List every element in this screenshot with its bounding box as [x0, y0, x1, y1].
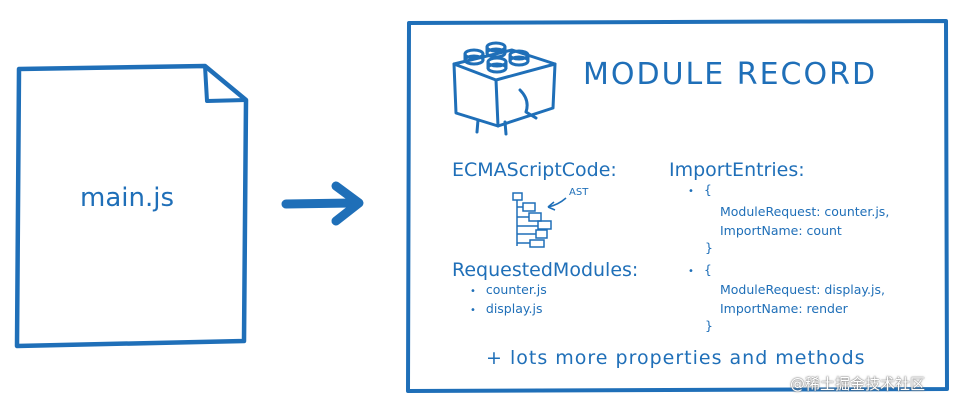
module-request: ModuleRequest: counter.js, — [720, 204, 890, 219]
more-properties-note: + lots more properties and methods — [486, 347, 866, 369]
import-entry-close: } — [705, 240, 713, 255]
import-entries-label: ImportEntries: — [669, 159, 805, 181]
import-entry-open: • { — [688, 182, 712, 197]
import-entry-open: • { — [688, 262, 712, 277]
ast-label: AST — [569, 187, 589, 198]
import-entry-body: ModuleRequest: display.js, ImportName: r… — [720, 280, 885, 318]
import-entry-close: } — [705, 318, 713, 333]
import-name: ImportName: render — [720, 301, 848, 316]
file-name: main.js — [80, 183, 174, 213]
bullet-icon: • — [470, 305, 476, 316]
module-record-title: MODULE RECORD — [583, 57, 878, 92]
module-request: ModuleRequest: display.js, — [720, 282, 885, 297]
import-name: ImportName: count — [720, 223, 842, 238]
bullet-icon: • — [688, 266, 694, 277]
import-entry-body: ModuleRequest: counter.js, ImportName: c… — [720, 202, 889, 240]
watermark: @稀土掘金技术社区 — [790, 375, 926, 393]
bullet-icon: • — [688, 186, 694, 197]
requested-modules-label: RequestedModules: — [452, 259, 639, 281]
bullet-icon: • — [470, 286, 476, 297]
list-item: • display.js — [470, 301, 542, 316]
list-item: • counter.js — [470, 282, 547, 297]
ecmascript-code-label: ECMAScriptCode: — [452, 159, 617, 181]
requested-module: display.js — [485, 301, 543, 316]
requested-module: counter.js — [485, 282, 547, 297]
